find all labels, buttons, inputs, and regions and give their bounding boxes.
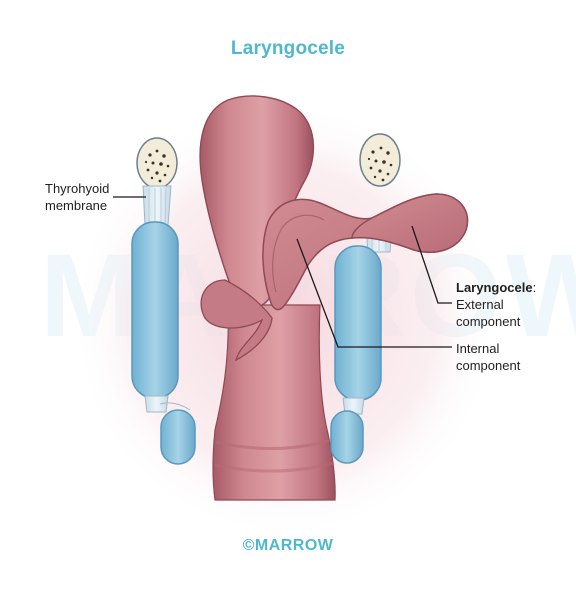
label-laryngocele-heading: Laryngocele (456, 280, 533, 295)
left-thyrohyoid-membrane (142, 185, 172, 226)
page-title: Laryngocele (230, 38, 346, 59)
copyright-brand: ©MARROW (242, 537, 334, 554)
right-cricothyroid-membrane (342, 397, 365, 415)
label-laryngocele-external: Laryngocele: External component (456, 280, 537, 329)
leader-external (411, 225, 452, 304)
left-cartilage-assembly (131, 137, 196, 465)
left-cricoid-cartilage (160, 409, 196, 465)
laryngocele-external-component (351, 193, 469, 253)
left-hyoid-bone (136, 137, 178, 189)
left-cricothyroid-membrane (144, 395, 169, 413)
right-thyroid-cartilage (334, 245, 382, 401)
right-hyoid-bone (359, 133, 401, 187)
leader-internal (296, 238, 452, 348)
right-cricoid-cartilage (330, 410, 364, 464)
label-internal-component: Internal component (456, 341, 521, 373)
vestibular-fold (200, 279, 273, 362)
right-cartilage-assembly (330, 133, 401, 464)
left-thyroid-cartilage (131, 221, 179, 399)
label-thyrohyoid-membrane: Thyrohyoid membrane (45, 181, 110, 213)
